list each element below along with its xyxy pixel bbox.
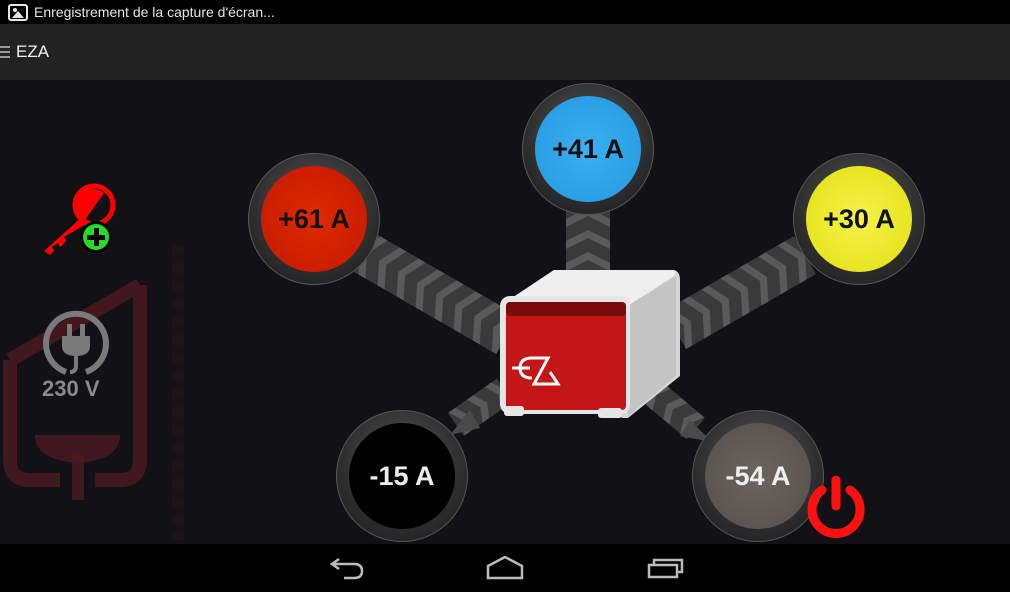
eza-logo-icon bbox=[512, 356, 561, 386]
image-icon bbox=[8, 3, 28, 21]
voltage-label: 230 V bbox=[42, 376, 100, 401]
key-add-icon[interactable] bbox=[38, 177, 118, 257]
plug-icon bbox=[43, 310, 109, 375]
gauge-value: +30 A bbox=[823, 203, 895, 234]
recents-icon[interactable] bbox=[645, 554, 685, 582]
gauge-value: +61 A bbox=[278, 203, 350, 234]
main-panel: 230 V bbox=[0, 80, 1010, 544]
gauge-input-1[interactable]: +61 A bbox=[248, 153, 380, 285]
gauge-output-2[interactable]: -54 A bbox=[692, 410, 824, 542]
app-title[interactable]: EZA bbox=[16, 42, 50, 61]
action-bar: EZA bbox=[0, 24, 1010, 80]
watermark-text bbox=[172, 245, 184, 540]
gauge-value: -54 A bbox=[725, 460, 791, 491]
gauge-output-1[interactable]: -15 A bbox=[336, 410, 468, 542]
navigation-bar bbox=[0, 544, 1010, 592]
status-bar: Enregistrement de la capture d'écran... bbox=[0, 0, 1010, 24]
home-icon[interactable] bbox=[485, 554, 525, 582]
gauge-value: +41 A bbox=[552, 133, 624, 164]
watermark-logo-icon bbox=[3, 278, 147, 500]
eza-device[interactable] bbox=[494, 266, 684, 426]
power-icon[interactable] bbox=[802, 472, 870, 540]
menu-icon[interactable] bbox=[0, 46, 10, 58]
notification-text: Enregistrement de la capture d'écran... bbox=[34, 4, 275, 20]
gauge-value: -15 A bbox=[369, 460, 435, 491]
gauge-input-3[interactable]: +30 A bbox=[793, 153, 925, 285]
back-icon[interactable] bbox=[326, 554, 366, 582]
gauge-input-2[interactable]: +41 A bbox=[522, 83, 654, 215]
